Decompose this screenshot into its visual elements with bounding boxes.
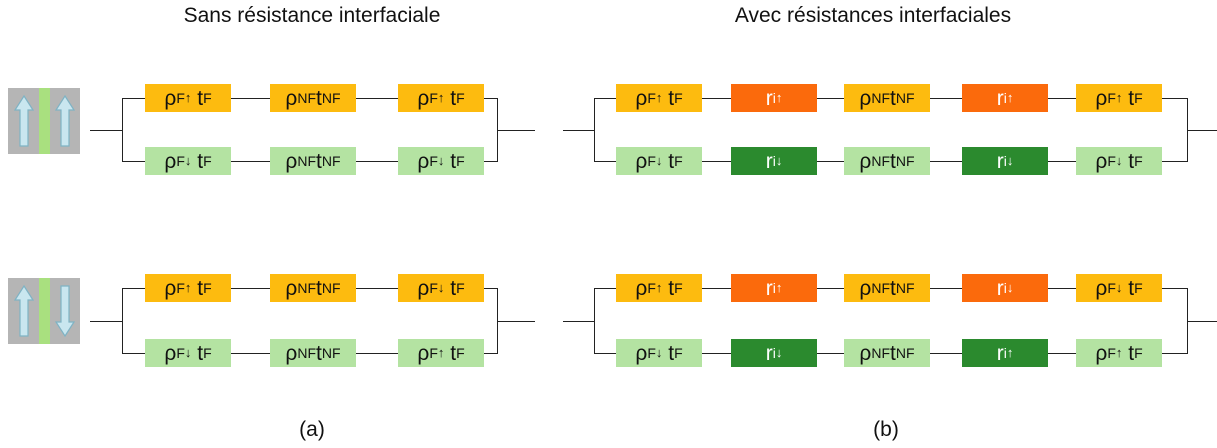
- branch-wire: [1162, 288, 1187, 289]
- branch-wire: [356, 98, 398, 99]
- branch-wire: [122, 98, 145, 99]
- branch-wire: [484, 353, 497, 354]
- lead-wire: [497, 320, 535, 322]
- caption-a: (a): [299, 418, 325, 441]
- heading-without-interface-resistance: Sans résistance interfaciale: [183, 4, 441, 27]
- branch-wire: [484, 161, 497, 162]
- branch-wire: [702, 288, 731, 289]
- branch-wire: [594, 353, 616, 354]
- branch-wire: [484, 98, 497, 99]
- branch-wire: [1162, 98, 1187, 99]
- heading-with-interface-resistances: Avec résistances interfaciales: [734, 4, 1012, 27]
- branch-wire: [231, 353, 270, 354]
- branch-wire: [1162, 353, 1187, 354]
- spacer-layer: [39, 278, 50, 344]
- lead-wire: [563, 129, 594, 131]
- branch-wire: [817, 288, 844, 289]
- branch-wire: [930, 353, 962, 354]
- bus-wire: [122, 288, 123, 354]
- lead-wire: [1187, 129, 1217, 131]
- branch-wire: [231, 288, 270, 289]
- branch-wire: [356, 288, 398, 289]
- spin-valve-device-1: [8, 88, 80, 154]
- lead-wire: [90, 320, 122, 322]
- branch-wire: [817, 161, 844, 162]
- branch-wire: [1048, 288, 1076, 289]
- branch-wire: [930, 161, 962, 162]
- lead-wire: [563, 320, 594, 322]
- branch-wire: [484, 288, 497, 289]
- lead-wire: [90, 129, 122, 131]
- branch-wire: [1048, 98, 1076, 99]
- branch-wire: [702, 161, 731, 162]
- lead-wire: [497, 129, 535, 131]
- lead-wire: [1187, 320, 1217, 322]
- magnetization-up-arrow-icon: [13, 94, 35, 147]
- branch-wire: [594, 288, 616, 289]
- spacer-layer: [39, 88, 50, 154]
- bus-wire: [594, 288, 595, 354]
- branch-wire: [122, 353, 145, 354]
- branch-wire: [356, 161, 398, 162]
- branch-wire: [702, 353, 731, 354]
- spin-valve-device-2: [8, 278, 80, 344]
- branch-wire: [930, 288, 962, 289]
- branch-wire: [1048, 353, 1076, 354]
- branch-wire: [817, 98, 844, 99]
- branch-wire: [231, 161, 270, 162]
- branch-wire: [356, 353, 398, 354]
- branch-wire: [594, 161, 616, 162]
- branch-wire: [1048, 161, 1076, 162]
- branch-wire: [122, 288, 145, 289]
- magnetization-up-arrow-icon: [13, 284, 35, 337]
- bus-wire: [594, 98, 595, 162]
- branch-wire: [1162, 161, 1187, 162]
- caption-b: (b): [873, 418, 899, 441]
- magnetization-up-arrow-icon: [54, 94, 76, 147]
- bus-wire: [122, 98, 123, 162]
- branch-wire: [122, 161, 145, 162]
- branch-wire: [930, 98, 962, 99]
- branch-wire: [231, 98, 270, 99]
- branch-wire: [817, 353, 844, 354]
- magnetization-down-arrow-icon: [54, 285, 76, 338]
- branch-wire: [702, 98, 731, 99]
- branch-wire: [594, 98, 616, 99]
